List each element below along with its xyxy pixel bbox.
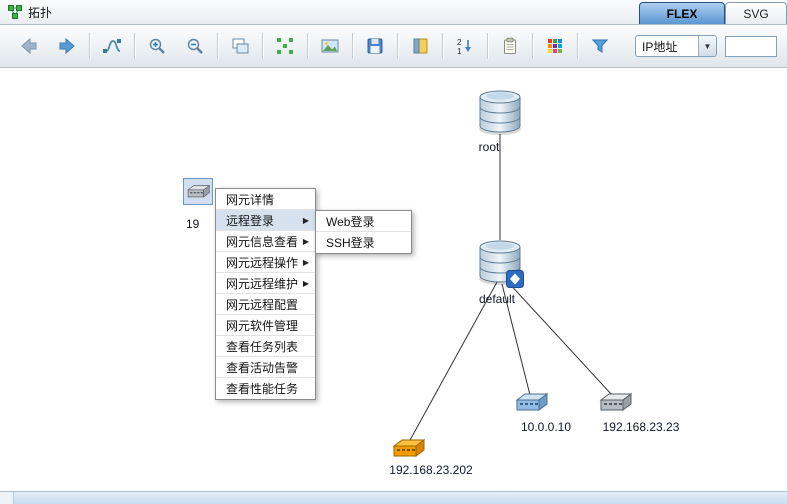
menu-item-ne-remote-operation[interactable]: 网元远程操作 ▶: [216, 252, 315, 273]
filter-type-select[interactable]: IP地址 ▼: [635, 35, 717, 57]
menu-item-ne-remote-config[interactable]: 网元远程配置: [216, 294, 315, 315]
chevron-down-icon[interactable]: ▼: [698, 36, 716, 56]
scrollbar-corner: [0, 492, 14, 504]
search-input[interactable]: [725, 35, 777, 57]
topology-canvas[interactable]: root default 19: [0, 68, 787, 491]
legend-colors-icon[interactable]: [541, 32, 569, 60]
tab-flex[interactable]: FLEX: [639, 2, 725, 24]
toolbar-separator: [307, 33, 308, 59]
filter-icon[interactable]: [586, 32, 614, 60]
cascade-windows-icon[interactable]: [226, 32, 254, 60]
menu-item-ssh-login[interactable]: SSH登录: [316, 232, 411, 253]
node-192-168-23-202[interactable]: [391, 438, 426, 465]
clipboard-icon[interactable]: [496, 32, 524, 60]
menu-item-view-task-list[interactable]: 查看任务列表: [216, 336, 315, 357]
zoom-in-icon[interactable]: [143, 32, 171, 60]
menu-item-view-active-alarms[interactable]: 查看活动告警: [216, 357, 315, 378]
menu-item-label: 网元详情: [226, 192, 275, 207]
node-selected[interactable]: [183, 178, 213, 205]
toolbar-separator: [532, 33, 533, 59]
export-image-icon[interactable]: [316, 32, 344, 60]
filter-type-label: IP地址: [642, 39, 678, 54]
notebook-icon[interactable]: [406, 32, 434, 60]
node-status-badge: [506, 270, 524, 293]
back-icon[interactable]: [15, 32, 43, 60]
menu-item-label: 网元远程配置: [226, 297, 299, 312]
submenu-arrow-icon: ▶: [302, 215, 309, 225]
topology-edges: [408, 134, 613, 443]
menu-item-label: SSH登录: [326, 236, 375, 250]
horizontal-scrollbar[interactable]: [0, 491, 787, 504]
menu-item-label: 网元远程操作: [226, 255, 299, 270]
menu-item-ne-remote-maintenance[interactable]: 网元远程维护 ▶: [216, 273, 315, 294]
menu-item-ne-info-view[interactable]: 网元信息查看 ▶: [216, 231, 315, 252]
submenu-arrow-icon: ▶: [302, 236, 309, 246]
view-tabs: FLEX SVG: [639, 0, 787, 24]
menu-item-view-performance-tasks[interactable]: 查看性能任务: [216, 378, 315, 399]
node-label-selected: 19: [186, 217, 200, 231]
relayout-icon[interactable]: [98, 32, 126, 60]
switch-icon: [599, 393, 633, 411]
submenu-arrow-icon: ▶: [302, 278, 309, 288]
node-label-default: default: [478, 292, 516, 306]
node-label-root: root: [478, 140, 500, 154]
toolbar-separator: [442, 33, 443, 59]
toolbar-separator: [487, 33, 488, 59]
menu-item-label: 查看活动告警: [226, 360, 299, 375]
toolbar-separator: [577, 33, 578, 59]
menu-item-label: 查看性能任务: [226, 382, 299, 396]
switch-icon: [187, 184, 210, 198]
remote-login-submenu: Web登录 SSH登录: [315, 210, 412, 254]
svg-text:2: 2: [457, 38, 462, 47]
toolbar-separator: [89, 33, 90, 59]
topology-app-icon: [6, 3, 24, 21]
router-icon: [479, 90, 521, 135]
menu-item-label: Web登录: [326, 214, 375, 229]
toolbar-separator: [217, 33, 218, 59]
svg-text:1: 1: [457, 47, 462, 56]
sort-number-icon[interactable]: 2 1: [451, 32, 479, 60]
submenu-arrow-icon: ▶: [302, 257, 309, 267]
tab-svg[interactable]: SVG: [725, 2, 787, 24]
menu-item-label: 网元软件管理: [226, 318, 299, 333]
menu-item-ne-details[interactable]: 网元详情: [216, 189, 315, 210]
menu-item-label: 查看任务列表: [226, 339, 299, 354]
node-label-192-168-23-202: 192.168.23.202: [389, 463, 473, 477]
menu-item-label: 网元信息查看: [226, 234, 299, 249]
menu-item-remote-login[interactable]: 远程登录 ▶: [216, 210, 315, 231]
title-bar: 拓扑 FLEX SVG: [0, 0, 787, 25]
context-menu: 网元详情 远程登录 ▶ 网元信息查看 ▶ 网元远程操作 ▶ 网元远程维护 ▶ 网…: [215, 188, 316, 400]
zoom-out-icon[interactable]: [181, 32, 209, 60]
menu-item-label: 远程登录: [226, 213, 275, 228]
toolbar-separator: [262, 33, 263, 59]
node-192-168-23-23[interactable]: [598, 392, 633, 419]
node-label-192-168-23-23: 192.168.23.23: [602, 420, 680, 434]
fit-view-icon[interactable]: [271, 32, 299, 60]
node-label-10-0-0-10: 10.0.0.10: [520, 420, 572, 434]
menu-item-ne-software-mgmt[interactable]: 网元软件管理: [216, 315, 315, 336]
save-icon[interactable]: [361, 32, 389, 60]
switch-icon: [392, 439, 426, 457]
switch-icon: [515, 393, 549, 411]
node-10-0-0-10[interactable]: [514, 392, 549, 419]
toolbar-separator: [134, 33, 135, 59]
node-root[interactable]: [477, 86, 523, 141]
menu-item-web-login[interactable]: Web登录: [316, 211, 411, 232]
forward-icon[interactable]: [53, 32, 81, 60]
page-title: 拓扑: [28, 5, 53, 20]
toolbar-separator: [397, 33, 398, 59]
toolbar: 2 1 IP地址 ▼: [0, 25, 787, 68]
toolbar-separator: [352, 33, 353, 59]
menu-item-label: 网元远程维护: [226, 276, 299, 291]
